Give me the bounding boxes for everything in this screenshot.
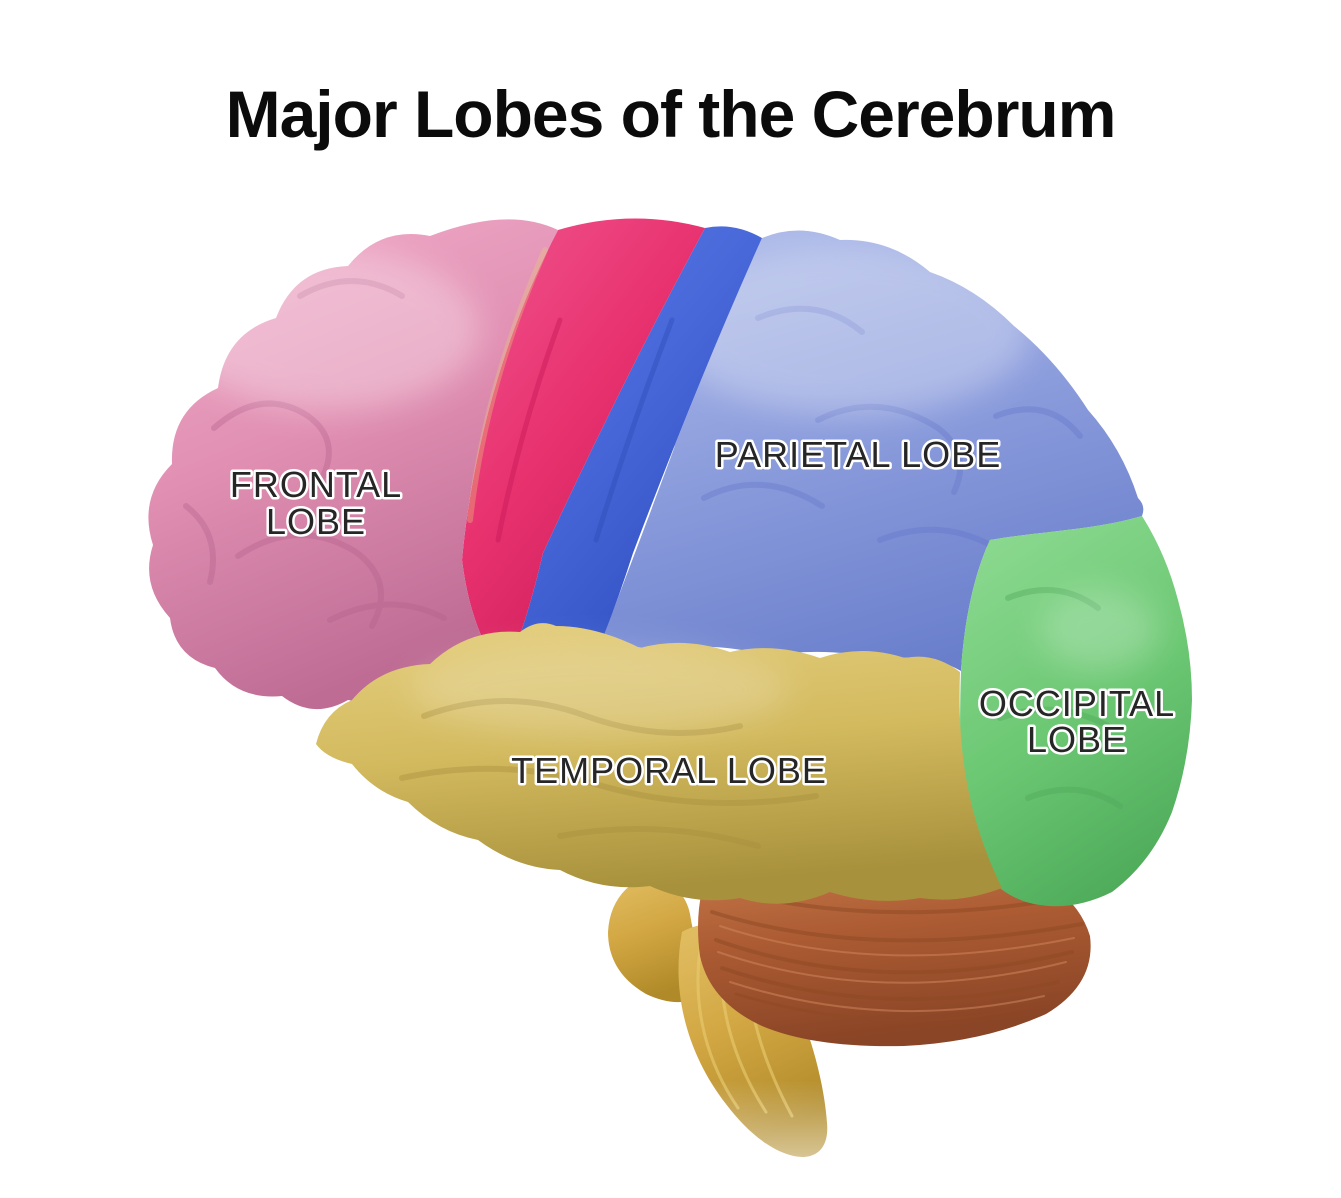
parietal-lobe-label: PARIETAL LOBE [715, 434, 1001, 475]
central-sulcus-line [495, 317, 563, 543]
cerebellum-folia-lines [710, 888, 1084, 1022]
temporal-sheen [410, 644, 790, 736]
occipital-lobe-label-line1: OCCIPITAL [979, 683, 1175, 724]
parietal-sheen [670, 245, 1030, 415]
frontal-lobe-label-line2: LOBE [266, 501, 366, 542]
postcentral-gyrus-region [520, 226, 762, 640]
bottom-fade [0, 1080, 1341, 1198]
frontal-lobe-label-line1: FRONTAL [230, 464, 402, 505]
frontal-margin-sliver [467, 247, 548, 523]
postcentral-sulcus-line [593, 317, 675, 543]
diagram-title: Major Lobes of the Cerebrum [225, 77, 1117, 151]
frontal-sheen [180, 250, 480, 410]
precentral-gyrus-region [462, 218, 705, 665]
occipital-sheen [1040, 588, 1160, 672]
temporal-lobe-label: TEMPORAL LOBE [511, 750, 827, 791]
cerebellum-highlight-lines [717, 925, 1075, 1013]
occipital-lobe-label-line2: LOBE [1027, 719, 1127, 760]
